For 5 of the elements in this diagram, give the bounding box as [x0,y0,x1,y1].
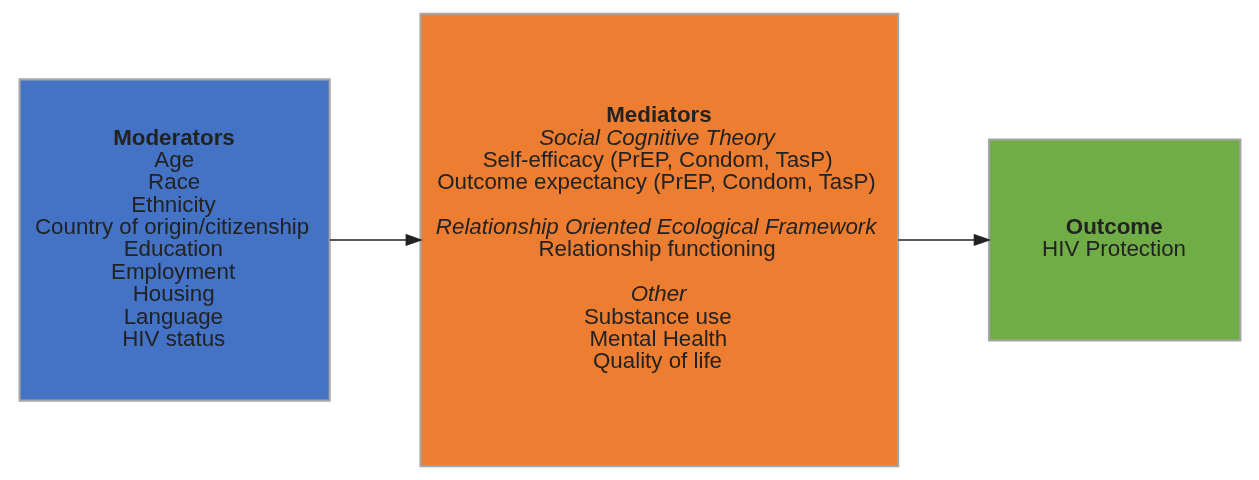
node-box: Mediators Social Cognitive Theory Self-efficacy (PrEP, Condom, TasP) Outcome expectancy (PrEP, Condom, TasP) Relationship Oriented Ecological Framework Relationship functioning Other Substance use Mental Health Quality of life [418,12,899,468]
node-box: Outcome HIV Protection [987,138,1241,342]
arrow [328,233,423,247]
arrow [896,233,991,247]
node-box: Moderators Age Race Ethnicity Country of origin/citizenship Education Employment Housing Language HIV status [18,78,331,402]
